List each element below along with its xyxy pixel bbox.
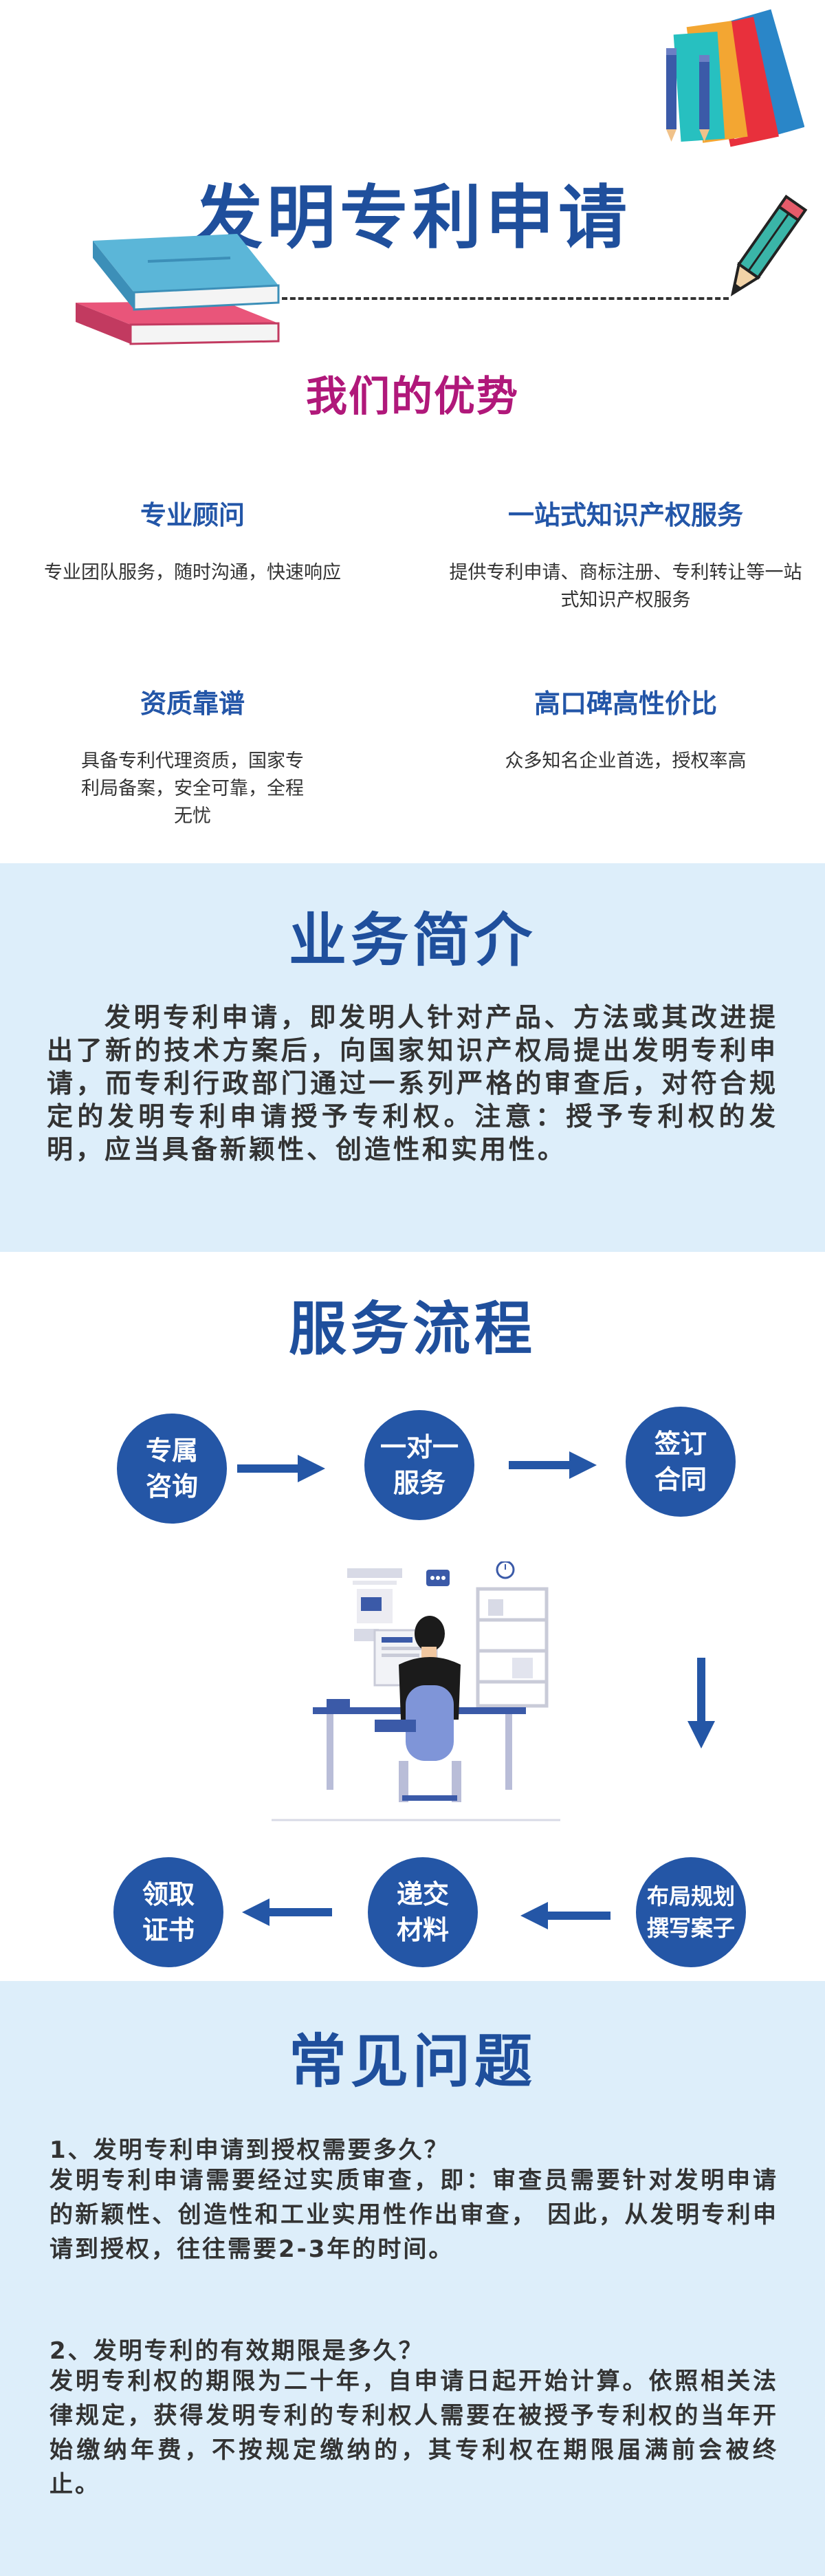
books-illustration-top-right: [666, 9, 804, 147]
faq-question: 1、发明专利申请到授权需要多久？: [50, 2136, 450, 2164]
process-title: 服务流程: [288, 1295, 536, 1363]
advantage-card: 一站式知识产权服务 提供专利申请、商标注册、专利转让等一站式知识产权服务: [433, 494, 818, 614]
advantage-card: 专业顾问 专业团队服务，随时沟通，快速响应: [0, 494, 385, 587]
faq-question: 2、发明专利的有效期限是多久？: [50, 2337, 424, 2365]
step-label: 材料: [396, 1915, 449, 1945]
step-label: 服务: [393, 1468, 446, 1498]
step-label: 签订: [654, 1429, 707, 1459]
arrow-right-icon: [509, 1451, 597, 1479]
step-label: 布局规划: [646, 1883, 735, 1909]
process-step-one-on-one: 一对一服务: [364, 1410, 474, 1520]
step-label: 领取: [142, 1879, 195, 1909]
process-step-contract: 签订合同: [626, 1407, 736, 1517]
advantage-heading: 专业顾问: [140, 500, 245, 530]
arrow-left-icon: [520, 1902, 610, 1929]
step-label: 撰写案子: [646, 1915, 735, 1941]
step-label: 一对一: [380, 1432, 459, 1462]
arrow-left-icon: [242, 1898, 332, 1926]
intro-section: [0, 863, 825, 1252]
advantage-heading: 一站式知识产权服务: [507, 500, 743, 530]
step-label: 递交: [396, 1879, 449, 1909]
advantage-desc: 专业团队服务，随时沟通，快速响应: [44, 562, 341, 583]
faq-answer: 发明专利权的期限为二十年，自申请日起开始计算。依照相关法律规定，获得发明专利的专…: [50, 2368, 778, 2498]
arrow-right-icon: [237, 1455, 325, 1482]
pencil-icon: [730, 195, 808, 296]
advantage-card: 高口碑高性价比 众多知名企业首选，授权率高: [433, 682, 818, 775]
advantage-desc: 众多知名企业首选，授权率高: [505, 750, 747, 772]
faq-answer: 发明专利申请需要经过实质审查，即：审查员需要针对发明申请的新颖性、创造性和工业实…: [50, 2167, 778, 2263]
step-label: 咨询: [145, 1471, 198, 1502]
title-divider: [282, 297, 729, 300]
advantages-title: 我们的优势: [306, 373, 519, 421]
step-label: 专属: [145, 1436, 198, 1466]
faq-section: [0, 1981, 825, 2576]
intro-title: 业务简介: [288, 907, 536, 974]
process-step-consult: 专属咨询: [117, 1414, 227, 1524]
advantage-desc: 具备专利代理资质，国家专利局备案，安全可靠，全程无忧: [81, 750, 304, 827]
process-step-planning: 布局规划撰写案子: [636, 1857, 746, 1967]
advantage-desc: 提供专利申请、商标注册、专利转让等一站式知识产权服务: [449, 562, 802, 611]
step-label: 合同: [654, 1464, 707, 1495]
arrow-down-icon: [688, 1658, 715, 1749]
books-stack-icon: [76, 234, 280, 345]
process-step-certificate: 领取证书: [113, 1857, 223, 1967]
office-worker-illustration: [272, 1561, 560, 1821]
step-label: 证书: [142, 1915, 195, 1945]
faq-title: 常见问题: [288, 2028, 536, 2095]
process-step-submit: 递交材料: [368, 1857, 478, 1967]
advantage-card: 资质靠谱 具备专利代理资质，国家专利局备案，安全可靠，全程无忧: [0, 682, 385, 830]
advantage-heading: 资质靠谱: [140, 689, 245, 719]
page-title: 发明专利申请: [194, 177, 631, 258]
intro-text: 发明专利申请，即发明人针对产品、方法或其改进提出了新的技术方案后，向国家知识产权…: [47, 1002, 778, 1165]
advantage-heading: 高口碑高性价比: [534, 689, 717, 719]
